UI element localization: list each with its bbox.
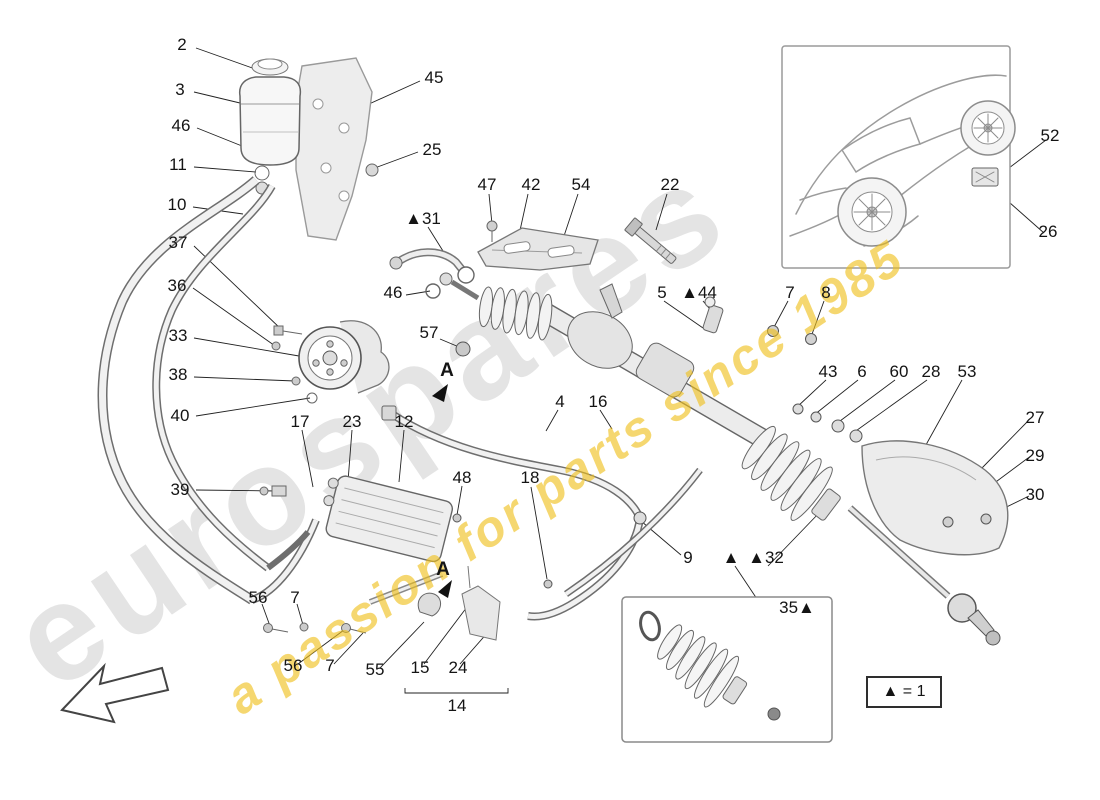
heat-shield xyxy=(861,440,1009,556)
part-callout: 46 xyxy=(383,283,403,302)
view-direction-arrow-icon xyxy=(432,384,452,598)
part-callout: ▲44 xyxy=(681,283,717,302)
legend-box: ▲ = 1 xyxy=(866,676,942,708)
steering-pipes xyxy=(381,405,703,621)
part-callout: 47 xyxy=(477,175,497,194)
part-callout: 8 xyxy=(821,283,831,302)
part-callout: 33 xyxy=(168,326,188,345)
car-wheel-front xyxy=(837,177,907,247)
part-callout: 53 xyxy=(957,362,977,381)
part-callout: 39 xyxy=(170,480,190,499)
legend-text: ▲ = 1 xyxy=(882,683,926,700)
part-callout: 48 xyxy=(452,468,472,487)
part-callout: 26 xyxy=(1038,222,1058,241)
part-callout: 36 xyxy=(167,276,187,295)
part-callout: 27 xyxy=(1025,408,1045,427)
group-bracket-14 xyxy=(404,688,509,694)
part-callout: ▲31 xyxy=(405,209,441,228)
part-callout: 60 xyxy=(889,362,909,381)
section-marker-a: A xyxy=(440,360,454,381)
car-inset-box xyxy=(781,45,1016,269)
part-callout: 9 xyxy=(683,548,693,567)
part-callout: 3 xyxy=(175,80,185,99)
part-callout: 5 xyxy=(657,283,667,302)
link-arm xyxy=(389,248,475,299)
part-callout: 46 xyxy=(171,116,191,135)
part-callout: 11 xyxy=(169,155,187,174)
part-callout: 6 xyxy=(857,362,867,381)
part-callout: 14 xyxy=(447,696,467,715)
part-callout: 54 xyxy=(571,175,591,194)
part-callout: 37 xyxy=(168,233,188,252)
part-callout: 52 xyxy=(1040,126,1060,145)
small-hardware xyxy=(259,485,501,641)
part-callout: 29 xyxy=(1025,446,1045,465)
boot-kit-inset-box xyxy=(621,596,833,743)
part-callout: 42 xyxy=(521,175,541,194)
hydraulic-hoses xyxy=(97,176,320,605)
long-bolt xyxy=(624,217,677,264)
part-callout: 15 xyxy=(410,658,430,677)
part-callout: ▲ xyxy=(722,548,740,567)
part-callout: 55 xyxy=(365,660,385,679)
part-callout: 57 xyxy=(419,323,439,342)
rack-bracket xyxy=(455,220,599,357)
part-callout: 16 xyxy=(588,392,608,411)
part-callout: 56 xyxy=(248,588,268,607)
steering-rack xyxy=(439,272,863,521)
part-callout: 10 xyxy=(167,195,187,214)
part-callout: 28 xyxy=(921,362,941,381)
part-callout: 7 xyxy=(785,283,795,302)
part-callout: 30 xyxy=(1025,485,1045,504)
part-callout: 18 xyxy=(520,468,540,487)
part-callout: 4 xyxy=(555,392,565,411)
part-callout: 56 xyxy=(283,656,303,675)
part-callout: 17 xyxy=(290,412,310,431)
orientation-arrow-icon xyxy=(60,662,170,724)
car-wheel-rear xyxy=(960,100,1016,156)
fluid-reservoir xyxy=(238,58,302,195)
part-callout: 24 xyxy=(448,658,468,677)
part-callout: 22 xyxy=(660,175,680,194)
part-callout: 23 xyxy=(342,412,362,431)
part-callout: 7 xyxy=(290,588,300,607)
part-callout: 12 xyxy=(394,412,414,431)
part-callout: 45 xyxy=(424,68,444,87)
mounting-plate xyxy=(295,57,379,241)
part-callout: 38 xyxy=(168,365,188,384)
oil-cooler xyxy=(323,475,454,563)
part-callout: 7 xyxy=(325,656,335,675)
part-callout: 40 xyxy=(170,406,190,425)
section-marker-a: A xyxy=(436,559,450,580)
part-callout: 2 xyxy=(177,35,187,54)
tie-rod-end xyxy=(847,505,1001,646)
part-callout: 35▲ xyxy=(779,598,815,617)
part-callout: 25 xyxy=(422,140,442,159)
part-callout: 43 xyxy=(818,362,838,381)
part-callout: ▲32 xyxy=(748,548,784,567)
power-steering-pump xyxy=(271,320,390,404)
